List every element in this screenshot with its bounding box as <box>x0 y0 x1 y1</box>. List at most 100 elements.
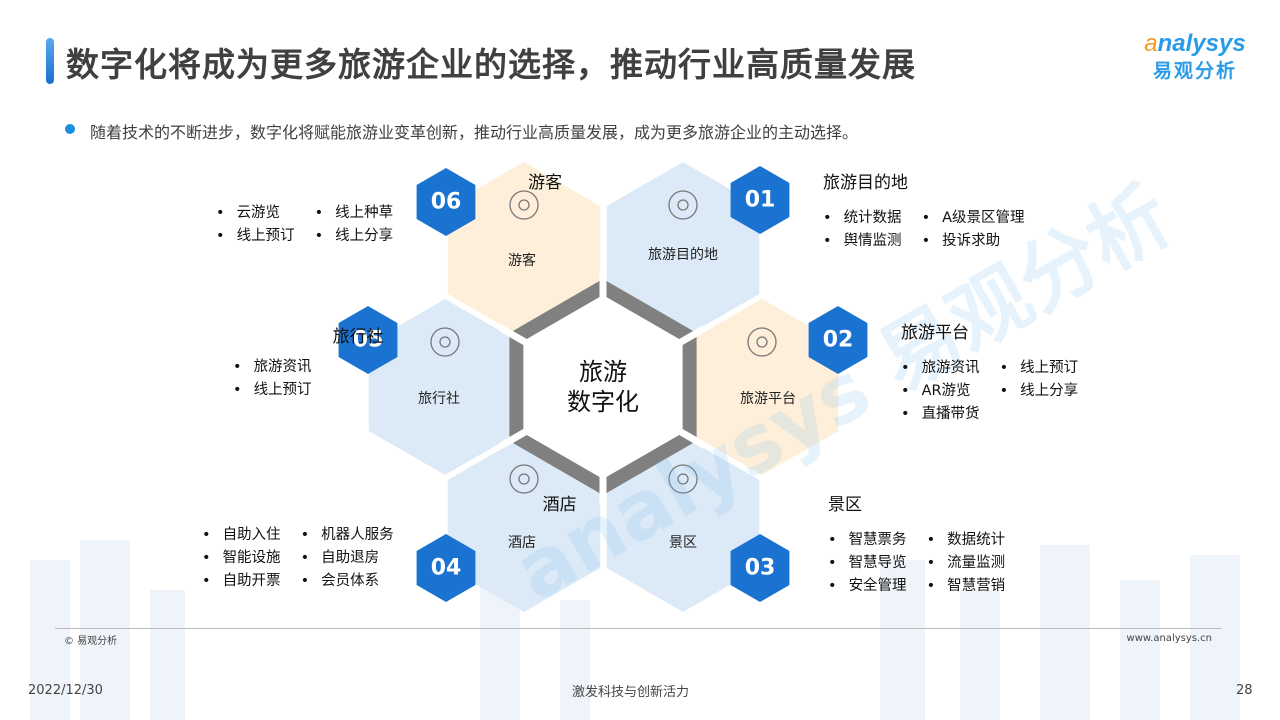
skyline-building <box>1190 555 1240 720</box>
center-line2: 数字化 <box>567 388 639 416</box>
badge-hex-02 <box>808 306 868 374</box>
badge-number: 05 <box>352 327 384 353</box>
footer-url[interactable]: www.analysys.cn <box>1126 633 1212 644</box>
feature-column: 统计数据舆情监测 <box>823 207 902 253</box>
skyline-building <box>150 590 185 720</box>
segment-hex-06 <box>447 162 601 338</box>
skyline-building <box>30 560 70 720</box>
segment-block: 景区智慧票务智慧导览安全管理数据统计流量监测智慧营销 <box>828 490 1005 598</box>
badge-number: 06 <box>430 189 462 215</box>
segment-title: 酒店 <box>542 495 577 515</box>
network-icon <box>430 327 460 357</box>
ring-gap <box>499 426 532 450</box>
hex-label: 旅游目的地 <box>648 247 718 263</box>
feature-item: 旅游资讯 <box>901 357 980 380</box>
segment-hex-05 <box>368 299 522 475</box>
segment-title: 旅行社 <box>332 327 384 347</box>
ring-gap <box>499 324 532 348</box>
logo-mark: a <box>1144 30 1158 57</box>
feature-item: 线上预订 <box>233 379 312 402</box>
feature-column: 旅游资讯线上预订 <box>233 356 312 402</box>
footer-divider <box>55 628 1222 629</box>
hotel-icon <box>509 464 539 494</box>
feature-item: 机器人服务 <box>301 524 394 547</box>
feature-item: 会员体系 <box>301 570 394 593</box>
skyline-building <box>560 600 590 720</box>
feature-item: 线上种草 <box>315 202 393 225</box>
hex-label: 旅游平台 <box>740 391 796 407</box>
segment-title: 旅游目的地 <box>823 173 908 193</box>
center-line1: 旅游 <box>579 358 627 386</box>
center-label: 旅游 数字化 <box>567 357 639 417</box>
skyline-building <box>960 590 1000 720</box>
footer-source: © 易观分析 <box>64 636 118 647</box>
bullet-icon <box>65 124 75 134</box>
segment-hex-02 <box>685 299 839 475</box>
page-number: 28 <box>1236 683 1253 698</box>
feature-item: 直播带货 <box>901 403 980 426</box>
feature-item: 线上分享 <box>1000 380 1078 403</box>
feature-item: 舆情监测 <box>823 230 902 253</box>
feature-column: 机器人服务自助退房会员体系 <box>301 524 394 593</box>
badge-number: 02 <box>822 327 854 353</box>
feature-item: 数据统计 <box>927 529 1005 552</box>
feature-item: 线上分享 <box>315 225 393 248</box>
feature-column: 云游览线上预订 <box>216 202 295 248</box>
segment-hex-01 <box>606 162 760 338</box>
segment-block: 游客云游览线上预订线上种草线上分享 <box>216 168 563 248</box>
segment-block: 旅行社旅游资讯线上预订 <box>233 322 384 402</box>
hex-label: 酒店 <box>508 535 536 551</box>
badge-number: 04 <box>430 555 462 581</box>
feature-item: 安全管理 <box>828 575 907 598</box>
feature-column: 自助入住智能设施自助开票 <box>202 524 281 593</box>
page-title: 数字化将成为更多旅游企业的选择，推动行业高质量发展 <box>66 45 916 84</box>
logo-text: nalysys <box>1157 30 1246 57</box>
globe-pin-icon <box>668 190 698 220</box>
segment-block: 旅游目的地统计数据舆情监测 A级景区管理投诉求助 <box>823 168 1025 253</box>
skyline-building <box>1040 545 1090 720</box>
badge-number: 01 <box>744 187 776 213</box>
badge-hex-06 <box>416 168 476 236</box>
badge-hex-01 <box>730 166 790 234</box>
feature-item: 自助开票 <box>202 570 281 593</box>
footer-date: 2022/12/30 <box>28 683 103 698</box>
hex-label: 景区 <box>669 535 697 551</box>
feature-item: 线上预订 <box>1000 357 1078 380</box>
title-accent-bar <box>46 38 54 84</box>
analysys-logo: analysys 易观分析 <box>1130 30 1260 83</box>
feature-item: 统计数据 <box>823 207 902 230</box>
feature-item: A级景区管理 <box>922 207 1024 230</box>
feature-column: A级景区管理投诉求助 <box>922 207 1025 253</box>
segment-hex-04 <box>447 436 601 612</box>
badge-hex-04 <box>416 534 476 602</box>
feature-column: 智慧票务智慧导览安全管理 <box>828 529 907 598</box>
feature-column: 旅游资讯AR游览直播带货 <box>901 357 980 426</box>
ring-gap <box>674 426 707 450</box>
feature-item: 云游览 <box>216 202 295 225</box>
skyline-building <box>80 540 130 720</box>
segment-hex-03 <box>606 436 760 612</box>
segment-block: 旅游平台旅游资讯AR游览直播带货线上预订线上分享 <box>901 318 1078 426</box>
segment-title: 旅游平台 <box>901 323 969 343</box>
feature-column: 线上预订线上分享 <box>1000 357 1078 426</box>
feature-item: 流量监测 <box>927 552 1005 575</box>
feature-item: AR游览 <box>901 380 980 403</box>
feature-item: 线上预订 <box>216 225 295 248</box>
ring-gap <box>674 324 707 348</box>
feature-item: 自助入住 <box>202 524 281 547</box>
logo-cn: 易观分析 <box>1152 60 1237 82</box>
skyline-building <box>1120 580 1160 720</box>
feature-item: 智慧票务 <box>828 529 907 552</box>
feature-item: 投诉求助 <box>922 230 1025 253</box>
hex-label: 旅行社 <box>418 391 460 407</box>
badge-hex-05 <box>338 306 398 374</box>
segment-block: 酒店自助入住智能设施自助开票机器人服务自助退房会员体系 <box>202 490 577 593</box>
hex-label: 游客 <box>508 253 536 269</box>
feature-column: 线上种草线上分享 <box>315 202 393 248</box>
gear-icon <box>747 327 777 357</box>
feature-item: 旅游资讯 <box>233 356 312 379</box>
footer-slogan: 激发科技与创新活力 <box>572 685 690 700</box>
badge-number: 03 <box>744 555 776 581</box>
feature-column: 数据统计流量监测智慧营销 <box>927 529 1005 598</box>
